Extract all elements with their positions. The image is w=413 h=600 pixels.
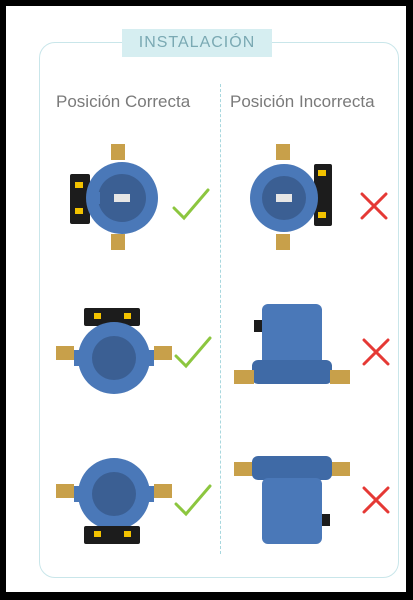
- pump-correct-2-icon: [56, 308, 172, 394]
- check-icon: [174, 336, 212, 369]
- section-title: INSTALACIÓN: [122, 29, 272, 57]
- cross-icon: [362, 338, 390, 366]
- check-icon: [172, 188, 210, 221]
- pump-correct-3-icon: [56, 458, 172, 544]
- pump-incorrect-2-icon: [234, 304, 350, 384]
- pump-incorrect-3-icon: [234, 456, 350, 544]
- pump-incorrect-1-icon: [250, 144, 332, 250]
- incorrect-position-heading: Posición Incorrecta: [230, 92, 375, 111]
- page: INSTALACIÓN Posición Correcta Posición I…: [6, 6, 406, 592]
- column-divider: [220, 84, 221, 554]
- cross-icon: [360, 192, 388, 220]
- cross-icon: [362, 486, 390, 514]
- correct-position-heading: Posición Correcta: [56, 92, 191, 111]
- pump-correct-1-icon: [70, 144, 158, 250]
- check-icon: [174, 484, 212, 517]
